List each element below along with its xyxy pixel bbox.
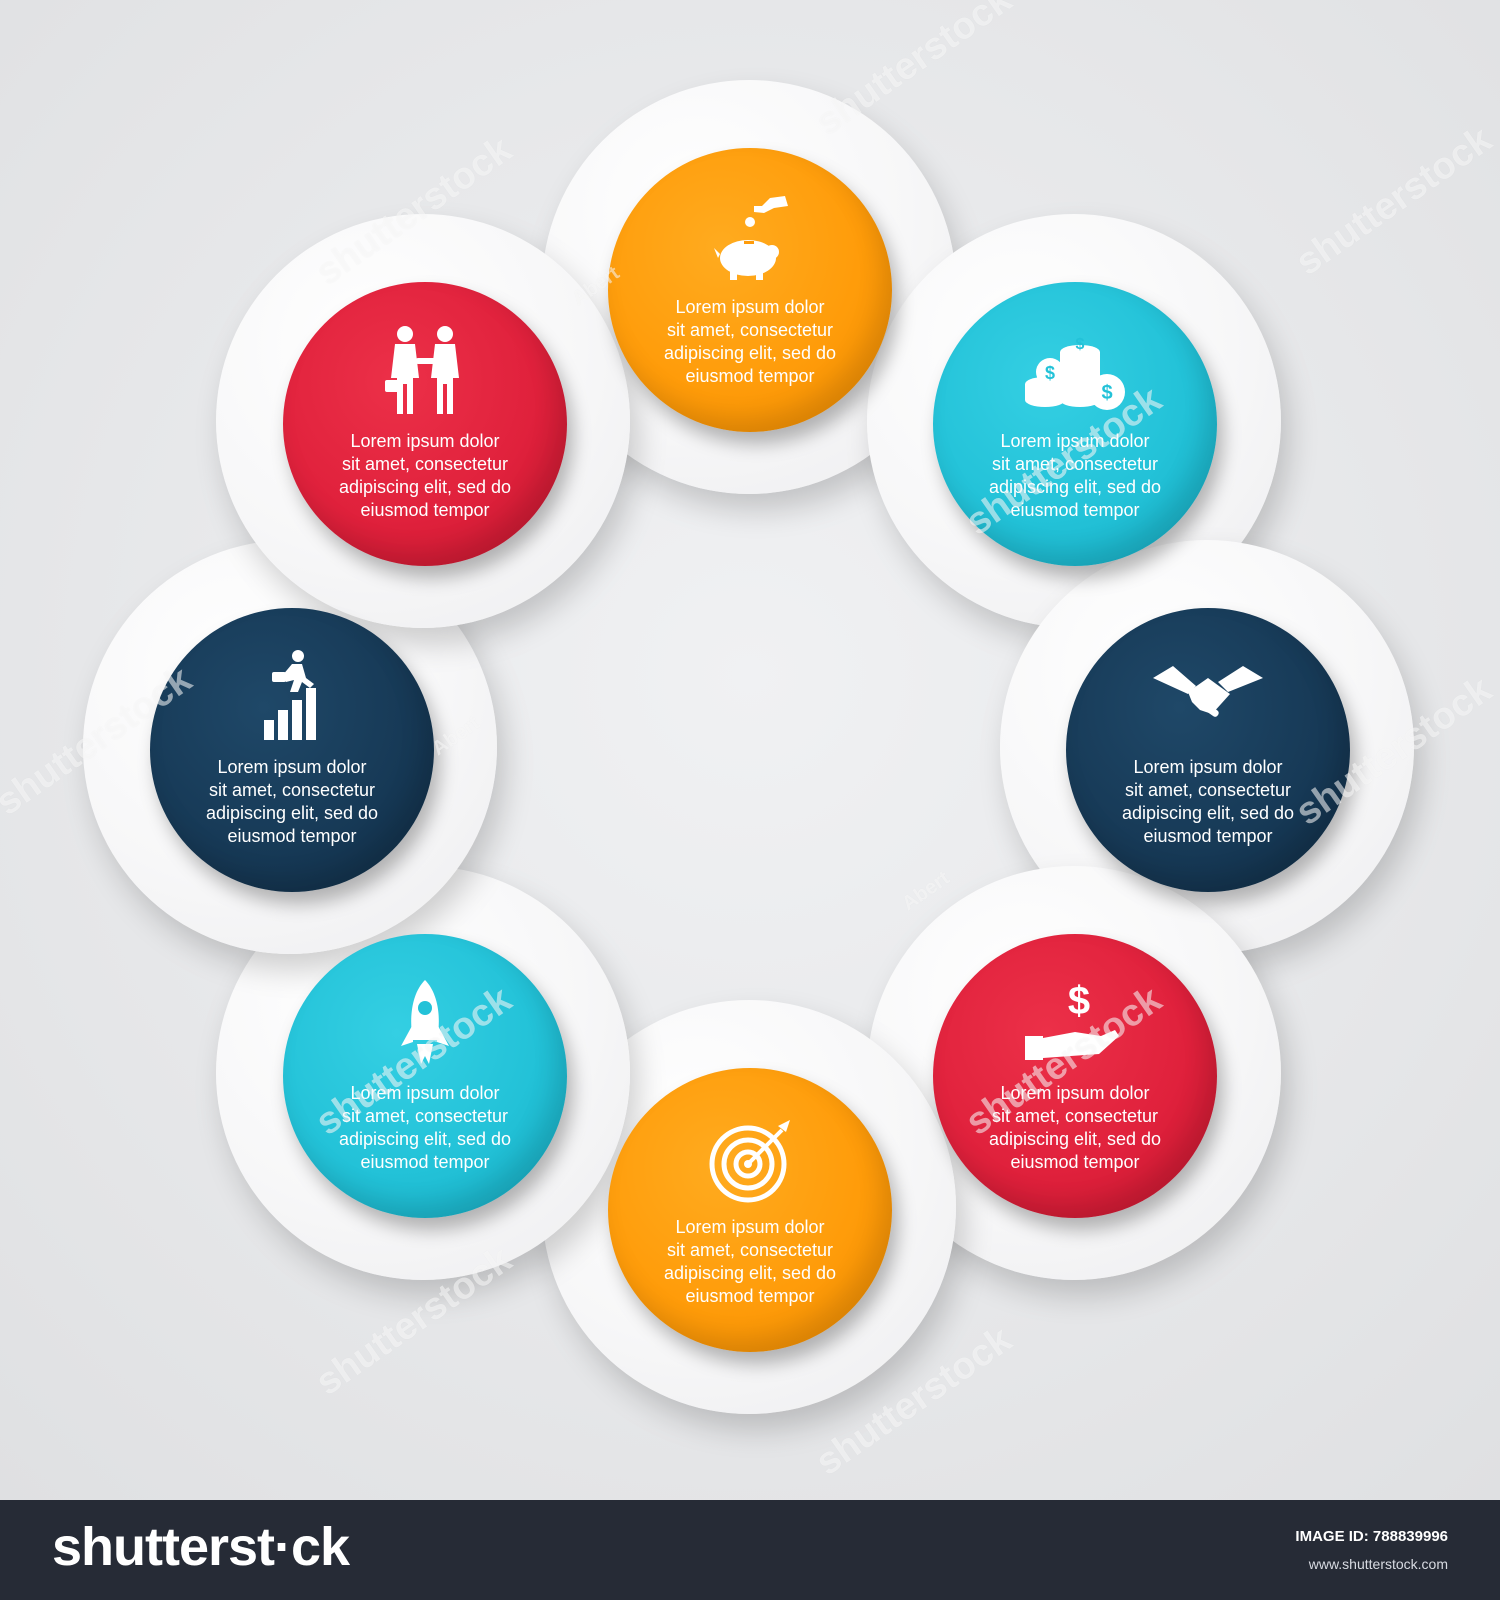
step-8-circle: Lorem ipsum dolor sit amet, consectetur … <box>283 282 567 566</box>
step-6-circle: Lorem ipsum dolor sit amet, consectetur … <box>283 934 567 1218</box>
step-1-text: Lorem ipsum dolor sit amet, consectetur … <box>663 297 837 386</box>
step-5-text: Lorem ipsum dolor sit amet, consectetur … <box>663 1217 837 1306</box>
svg-text:$: $ <box>1101 382 1112 404</box>
step-5-circle: Lorem ipsum dolor sit amet, consectetur … <box>608 1068 892 1352</box>
watermark-brand-3: shutterstock <box>1288 118 1500 284</box>
piggy-bank-icon <box>690 188 810 288</box>
step-2-text: Lorem ipsum dolor sit amet, consectetur … <box>988 431 1162 520</box>
growth-chart-icon <box>232 648 352 748</box>
step-6-text: Lorem ipsum dolor sit amet, consectetur … <box>338 1083 512 1172</box>
step-3-circle: Lorem ipsum dolor sit amet, consectetur … <box>1066 608 1350 892</box>
watermark-author-3: Abert <box>898 867 954 916</box>
step-4-circle: $ Lorem ipsum dolor sit amet, consectetu… <box>933 934 1217 1218</box>
step-7-circle: Lorem ipsum dolor sit amet, consectetur … <box>150 608 434 892</box>
step-1-circle: Lorem ipsum dolor sit amet, consectetur … <box>608 148 892 432</box>
coins-icon: $ $ $ <box>1015 322 1135 422</box>
step-7-text: Lorem ipsum dolor sit amet, consectetur … <box>205 757 379 846</box>
step-8-text: Lorem ipsum dolor sit amet, consectetur … <box>338 431 512 520</box>
step-3-text: Lorem ipsum dolor sit amet, consectetur … <box>1121 757 1295 846</box>
step-2-circle: $ $ $ Lorem ipsum dolor sit amet, consec… <box>933 282 1217 566</box>
site-url: www.shutterstock.com <box>1308 1556 1448 1572</box>
diagram-canvas: Lorem ipsum dolor sit amet, consectetur … <box>0 0 1500 1500</box>
rocket-icon <box>365 974 485 1074</box>
handshake-icon <box>1148 648 1268 748</box>
step-4-text: Lorem ipsum dolor sit amet, consectetur … <box>988 1083 1162 1172</box>
svg-text:$: $ <box>1076 336 1085 353</box>
image-id: IMAGE ID: 788839996 <box>1295 1528 1448 1545</box>
svg-text:$: $ <box>1045 363 1055 383</box>
footer-bar: shutterst·ck IMAGE ID: 788839996 www.shu… <box>0 1500 1500 1600</box>
business-meeting-icon <box>365 322 485 422</box>
target-icon <box>690 1108 810 1208</box>
dollar-hand-icon: $ <box>1015 974 1135 1074</box>
svg-text:$: $ <box>1068 979 1090 1023</box>
shutterstock-logo: shutterst·ck <box>52 1517 350 1577</box>
